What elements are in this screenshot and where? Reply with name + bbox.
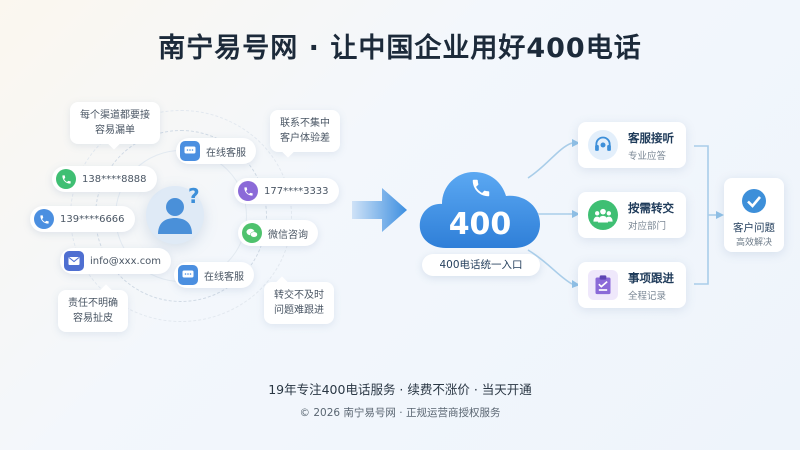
channel-text: 139****6666	[60, 213, 125, 225]
confused-customer-avatar	[146, 186, 204, 244]
result-subtitle: 高效解决	[735, 238, 772, 248]
service-subtitle: 全程记录	[628, 291, 667, 302]
channel-chip-online-chat: 在线客服	[176, 138, 256, 164]
hub-label: 400电话统一入口	[422, 254, 540, 276]
service-title: 事项跟进	[628, 271, 674, 285]
result-card: 客户问题 高效解决	[724, 178, 784, 252]
service-card-reception: 客服接听 专业应答	[578, 122, 686, 168]
check-icon	[742, 189, 766, 213]
result-title: 客户问题	[733, 222, 775, 234]
footer-copyright: © 2026 南宁易号网 · 正规运营商授权服务	[299, 407, 501, 419]
pain-point-bubble: 每个渠道都要接 容易漏单	[70, 102, 160, 150]
channel-text: 177****3333	[264, 185, 329, 197]
channel-text: info@xxx.com	[90, 255, 162, 267]
pain-point-bubble: 联系不集中 客户体验差	[270, 110, 340, 158]
channel-chip-phone: 138****8888	[52, 166, 157, 192]
channel-chip-wechat: 微信咨询	[238, 220, 318, 246]
channel-text: 在线客服	[206, 147, 246, 159]
channel-text: 微信咨询	[268, 229, 308, 241]
pain-point-bubble: 责任不明确 容易扯皮	[58, 284, 128, 332]
email-icon	[64, 251, 84, 271]
service-card-transfer: 按需转交 对应部门	[578, 192, 686, 238]
footer-tagline: 19年专注400电话服务 · 续费不涨价 · 当天开通	[268, 382, 532, 397]
service-subtitle: 专业应答	[628, 151, 667, 162]
phone-icon	[34, 209, 54, 229]
flow-arrow-icon	[352, 188, 407, 232]
channel-text: 在线客服	[204, 271, 244, 283]
page-title: 南宁易号网 · 让中国企业用好400电话	[158, 33, 642, 64]
hub-number: 400	[448, 207, 512, 242]
channel-text: 138****8888	[82, 173, 147, 185]
hub-cloud-icon	[419, 172, 540, 248]
channel-chip-phone: 139****6666	[30, 206, 135, 232]
chat-icon	[180, 141, 200, 161]
headset-icon	[588, 130, 618, 160]
pain-point-bubble: 转交不及时 问题难跟进	[264, 276, 334, 324]
service-title: 按需转交	[628, 201, 674, 215]
team-icon	[588, 200, 618, 230]
channel-chip-online-chat: 在线客服	[174, 262, 254, 288]
channel-chip-email: info@xxx.com	[60, 248, 172, 274]
wechat-icon	[242, 223, 262, 243]
service-title: 客服接听	[628, 131, 674, 145]
clipboard-icon	[588, 270, 618, 300]
phone-icon	[472, 179, 490, 197]
phone-icon	[56, 169, 76, 189]
service-subtitle: 对应部门	[628, 221, 667, 232]
service-card-followup: 事项跟进 全程记录	[578, 262, 686, 308]
channel-chip-phone: 177****3333	[234, 178, 339, 204]
chat-icon	[178, 265, 198, 285]
question-mark-icon: ?	[188, 184, 200, 208]
phone-icon	[238, 181, 258, 201]
